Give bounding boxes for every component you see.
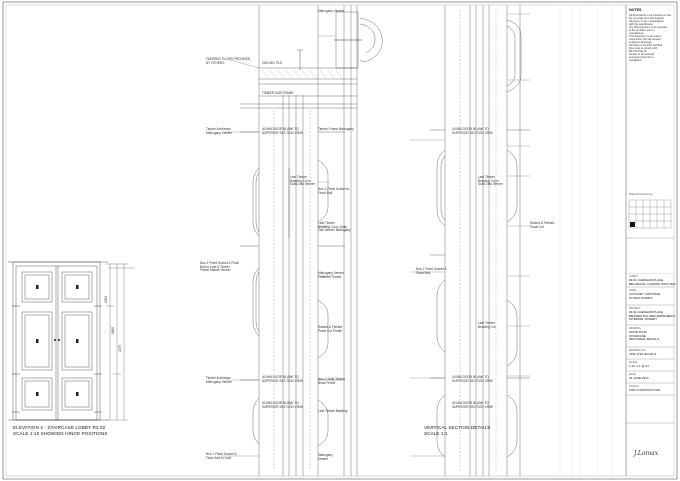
client-value: 29-31 CHESHAM PLACE BELGRAVIA, LONDON SW…	[629, 278, 676, 286]
callout-veneer: Mahogany Veneer	[318, 9, 344, 13]
callout-door-blank: 40 MM DOOR BLANK TO SUPERIOR SECTION VIE…	[452, 401, 493, 409]
section-scale: SCALE 1:1	[424, 431, 448, 436]
callout-door-blank: 40 MM DOOR BLANK TO SUPERIOR SECTION VIE…	[262, 401, 303, 409]
callout-beading: Leaf Timber Beading Cut in Solid Oak Ven…	[290, 175, 315, 187]
dimension-label: 1800	[111, 326, 115, 334]
client-label: CLIENT	[629, 275, 638, 278]
scale-value: 1:10, 1:1 @ A1	[629, 364, 649, 368]
callout-beading: Leaf Timber Beading Cut	[478, 321, 496, 329]
callout-beading: Leaf Timber Beading Cut in Solid Oak Ven…	[318, 221, 351, 233]
callout-beading: Leaf Timber Beading Cut in Solid Oak Ven…	[478, 175, 503, 187]
callout-socket: Nos 1 Fixed Socket to Flush Bolt	[318, 187, 350, 195]
callout-frame: Timber Frame Mahogany	[318, 127, 354, 131]
dimension-label: 2275	[118, 344, 122, 352]
callout-socket: Nos 1 Fixed Socket & Flush Bolt	[416, 267, 447, 275]
title-block-grid	[626, 273, 674, 424]
callout-panel: Raised & Fielded Panel Cut Profile	[318, 325, 343, 333]
drawing-title-value: DOOR R3.02 STAIRCASE SECTIONAL DETAILS	[629, 330, 660, 341]
drawing-no-value: CPR-1736-JD-002-3	[629, 352, 657, 356]
callout-veneer: Mahogany Veneer Featured Timber	[318, 271, 344, 279]
callout-bead: Nos 1 Solid Timber Bead Profile	[318, 377, 345, 385]
finishes-key-table	[626, 199, 674, 239]
callout-socket: Nos 1 Fixed Socket & Flush Bolt to Leaf	[206, 452, 237, 460]
callout-subframe: TIMBER SUB FRAME	[262, 91, 294, 95]
callout-door-blank: 40 MM DOOR BLANK TO SUPERIOR SECTION VIE…	[452, 375, 493, 383]
callout-socket: Nos 1 Fixed Socket & Flush Bolt to Leaf …	[200, 261, 240, 273]
user-value: COOKSEY CONTINUE STUDIO WORKS	[629, 292, 661, 300]
project-value: 29-31 CHESHAM PLACE RESIDENTIAL REFURBIS…	[629, 310, 676, 321]
dimension-label: 1500	[104, 295, 108, 303]
callout-floor: TAPERED FLOOR PROVIDED BY OTHERS	[206, 57, 251, 65]
callout-veneer: Mahogany Veneer	[318, 453, 333, 461]
callout-door-blank: 40 MM DOOR BLANK TO SUPERIOR SECTION VIE…	[262, 127, 303, 135]
project-label: PROJECT	[629, 307, 641, 310]
elevation-scale: SCALE 1:10 SHOWING HINGE POSITIONS	[13, 431, 108, 436]
finishes-key-title: Material Finishes Key	[629, 193, 653, 196]
notes-text: All dimensions to be checked on site. Do…	[629, 14, 672, 62]
callout-architrave: Timber Architrave Mahogany Veneer	[206, 376, 232, 384]
status-value: FOR CONSTRUCTION	[629, 388, 661, 392]
elevation-caption: ELEVATION 2 - STAIRCASE LOBBY R3.02	[13, 425, 106, 430]
drawing-title-label: DRAWING	[629, 327, 641, 330]
section-caption: VERTICAL SECTION DETAILS	[424, 425, 491, 430]
title-block: NOTES All dimensions to be checked on si…	[626, 5, 676, 476]
user-label: USER	[629, 289, 636, 292]
callout-beading: Leaf Timber Beading	[318, 409, 348, 413]
callout-ceiling: CEILING TILE	[262, 61, 283, 65]
callout-door-blank: 40 MM DOOR BLANK TO SUPERIOR SECTION VIE…	[452, 127, 493, 135]
signature: J.Lomax	[634, 450, 659, 457]
notes-title: NOTES	[629, 8, 642, 12]
callout-panel: Raised & Fielded Panel Cut	[530, 221, 555, 229]
callout-architrave: Timber Architrave Mahogany Veneer	[206, 127, 232, 135]
date-label: DATE	[629, 373, 636, 376]
callout-door-blank: 40 MM DOOR BLANK TO SUPERIOR SECTION VIE…	[262, 375, 303, 383]
drawing-no-label: DRAWING NO	[629, 349, 646, 352]
status-label: STATUS	[629, 385, 639, 388]
date-value: 26 JUNE 2014	[629, 376, 649, 380]
scale-label: SCALE	[629, 361, 638, 364]
